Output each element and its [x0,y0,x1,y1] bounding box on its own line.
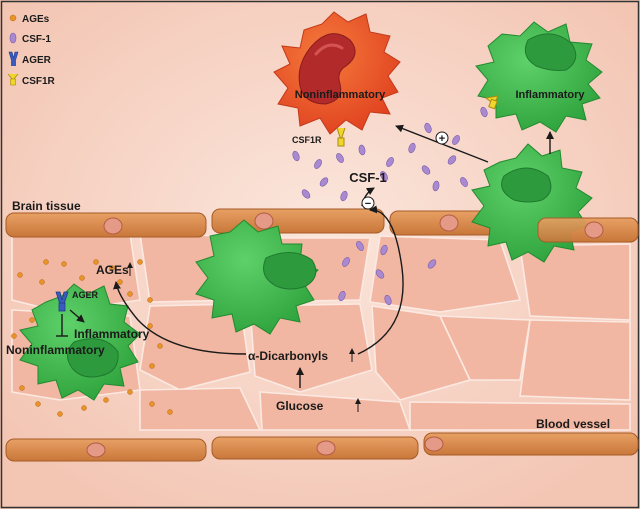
microglia-center [195,219,319,335]
plus-sign: + [439,133,445,145]
vessel-tissue-cells [11,231,631,431]
dicarbonyls-up-arrow [349,348,355,362]
noninflammatory-left-label: Noninflammatory [6,343,105,357]
microglia-left [19,283,141,401]
legend-csf1-icon [9,32,17,44]
legend-ager-label: AGER [22,55,52,66]
csf1r-receptor-top [336,127,346,147]
minus-sign: − [365,198,371,210]
legend-icons [7,14,19,86]
inflammatory-microglia-top [475,21,603,133]
arrow-dicarbonyls-to-ages [113,281,247,355]
ager-cell-label: AGER [72,290,99,300]
legend-ages-icon [9,14,17,22]
dicarbonyls-label: α-Dicarbonyls [248,349,328,363]
ages-up-arrow [127,262,133,276]
blood-vessel-label: Blood vessel [536,417,610,431]
csf1r-cell-label: CSF1R [292,135,322,145]
vessel-nucleus-overlap [584,221,604,239]
glucose-label: Glucose [276,399,324,413]
legend-ages-label: AGEs [22,14,50,25]
noninflammatory-top-label: Noninflammatory [295,89,386,101]
csf1r-receptor-right [484,95,499,110]
legend-csf1r-icon [7,73,19,86]
csf1-center-label: CSF-1 [349,170,387,185]
ages-up-label: AGEs [96,263,129,277]
inflammatory-left-label: Inflammatory [74,327,150,341]
legend-ager-icon [8,51,19,66]
arrow-dicarbonyls-to-csf1 [357,205,404,355]
arrow-ager-to-inflammatory [69,309,85,323]
brain-tissue-label: Brain tissue [12,199,81,213]
legend-csf1r-label: CSF1R [22,76,56,87]
noninflammatory-microglia-top [273,11,401,135]
minus-indicator: − [361,196,375,210]
glucose-up-arrow [355,398,361,412]
csf1-molecules [292,106,488,306]
inflammatory-top-label: Inflammatory [515,89,585,101]
ager-receptor [55,291,69,312]
legend-csf1-label: CSF-1 [22,34,51,45]
plus-indicator: + [435,131,449,145]
arrows [56,124,554,388]
vessel-wall-bottom [5,432,639,462]
up-indicators [127,262,361,412]
